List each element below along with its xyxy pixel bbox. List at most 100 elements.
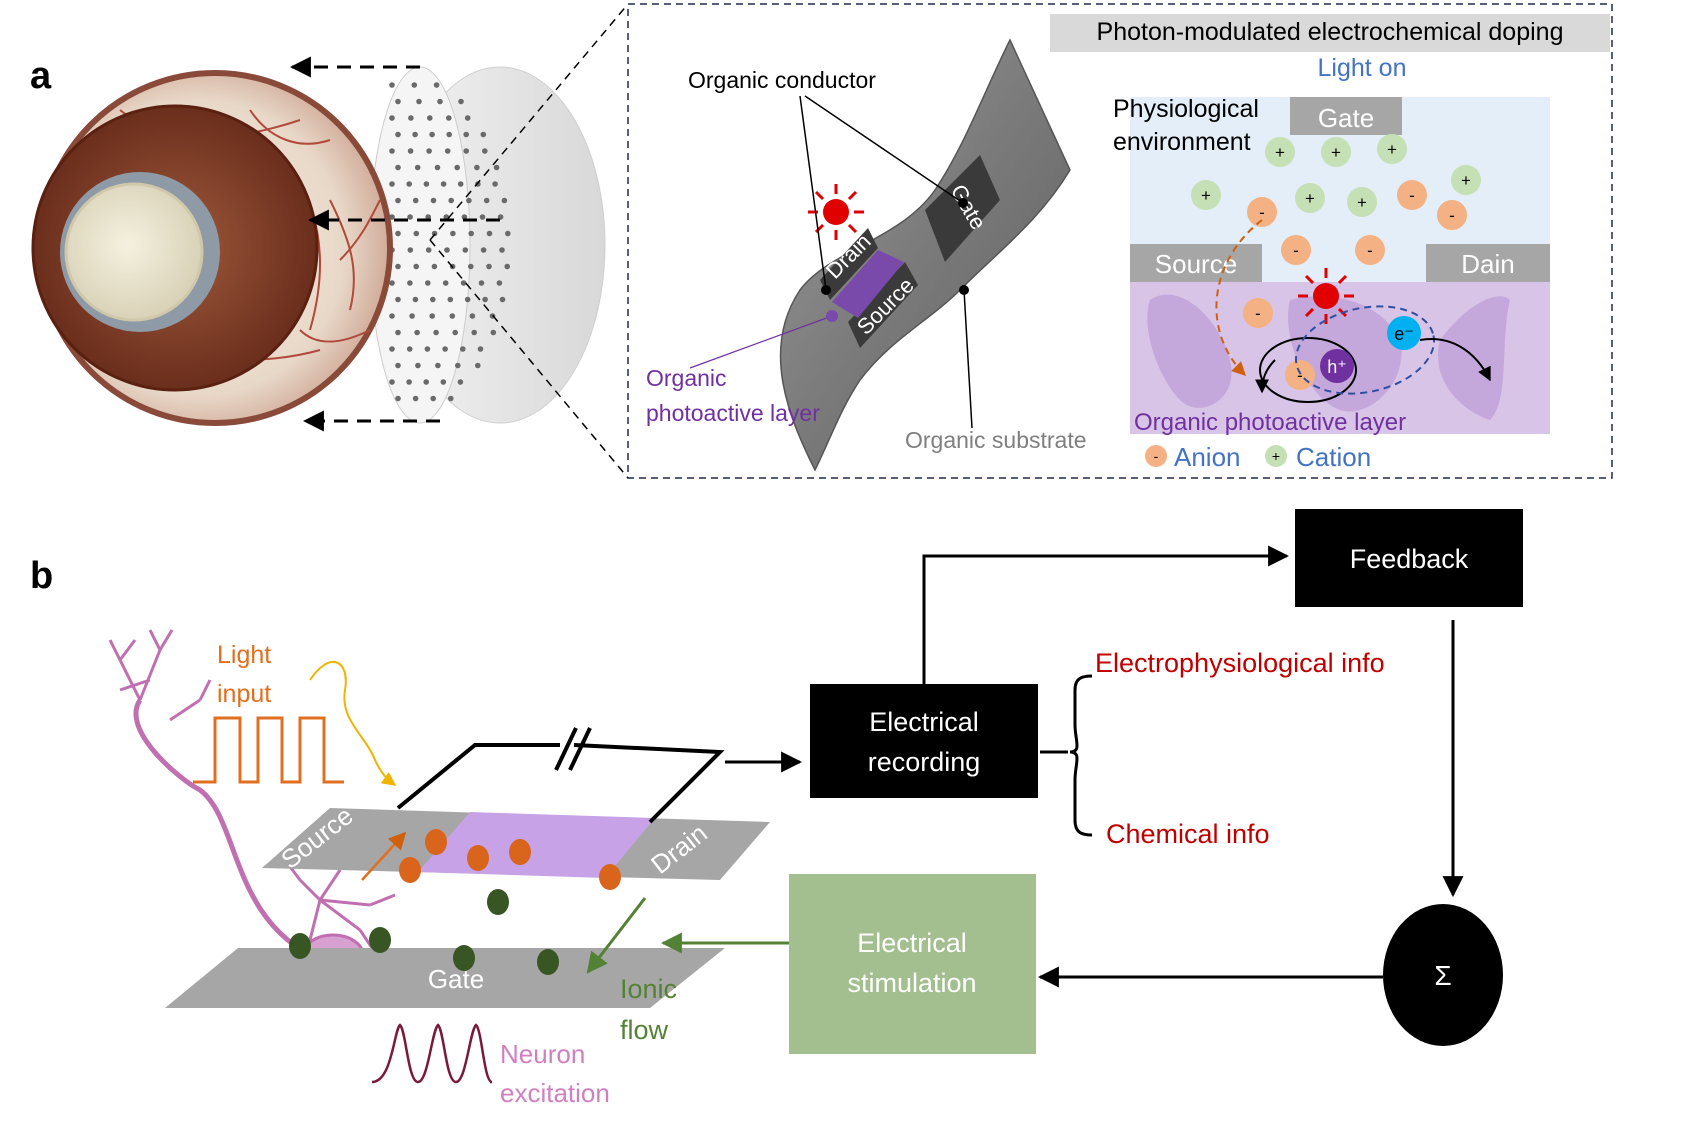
cation-ion: + <box>1265 137 1295 167</box>
substrate-label: Organic substrate <box>905 427 1087 453</box>
green-ion <box>453 945 475 971</box>
zoom-line-lower <box>429 239 629 479</box>
green-ion <box>487 889 509 915</box>
ionic-flow-label-line1: Ionic <box>620 974 677 1004</box>
electrode-dot <box>389 181 395 187</box>
electrode-dot <box>468 263 474 270</box>
banner-title: Photon-modulated electrochemical doping <box>1097 18 1564 46</box>
box-gate-label: Gate <box>1318 103 1374 133</box>
electrode-dot <box>440 181 447 187</box>
electrode-dot <box>504 263 511 270</box>
circuit-wire <box>396 743 725 824</box>
electrode-dot <box>480 247 487 253</box>
conductor-pointer-2 <box>804 95 964 204</box>
electrode-dot <box>395 329 401 336</box>
electrode-dot <box>505 230 511 237</box>
electrode-dot <box>440 379 447 385</box>
green-ion <box>537 949 559 975</box>
electrode-dot <box>455 362 461 369</box>
organic-conductor-label: Organic conductor <box>688 67 876 93</box>
electrode-dot <box>501 197 508 204</box>
photoactive-dot <box>826 310 838 322</box>
ionic-flow-label-line2: flow <box>620 1015 669 1045</box>
info-brace <box>1040 674 1093 837</box>
electrode-dot <box>407 214 413 220</box>
electrode-dot <box>444 148 451 154</box>
electrode-dot <box>411 82 418 88</box>
electrode-dot <box>423 379 430 385</box>
orange-ion <box>399 857 421 883</box>
box-source-electrode <box>1130 244 1262 282</box>
light-on-label: Light on <box>1318 54 1407 82</box>
electrode-dot <box>442 280 449 286</box>
capacitor-plate-1 <box>554 727 578 771</box>
electrode-dot <box>448 197 455 204</box>
electrode-dot <box>389 115 395 121</box>
electrode-dot <box>429 131 435 138</box>
electrode-dot <box>433 329 439 336</box>
electrode-dot <box>468 230 475 237</box>
electrode-dot <box>433 82 440 88</box>
stimulation-label-line2: stimulation <box>847 968 976 998</box>
legend-anion-label: Anion <box>1174 442 1241 472</box>
electrode-dot <box>395 263 401 270</box>
svg-text:+: + <box>1305 189 1315 208</box>
banner-background <box>1050 14 1610 52</box>
svg-text:+: + <box>1331 143 1341 162</box>
electrode-dot <box>413 263 420 270</box>
anion-ion: - <box>1355 235 1385 265</box>
hole-loop <box>1259 337 1357 403</box>
electrode-dot <box>430 395 437 402</box>
electrode-dot <box>444 247 450 253</box>
electron-label: e⁻ <box>1394 324 1414 344</box>
electrode-dot <box>483 197 490 204</box>
orange-ion <box>509 839 531 865</box>
electrode-dot <box>429 313 436 319</box>
electrode-dot <box>406 346 413 352</box>
svg-text:+: + <box>1275 143 1285 162</box>
electrode-dot <box>416 98 422 105</box>
electrode-dot <box>490 329 497 336</box>
electrode-dot <box>457 379 464 385</box>
electrode-dot <box>434 164 441 171</box>
electrode-dot <box>412 197 419 204</box>
electrode-dot <box>479 214 486 220</box>
electrode-dot <box>423 181 430 187</box>
gate-plane <box>165 948 725 1008</box>
electrode-dot <box>407 148 414 154</box>
electrode-dot <box>395 362 401 369</box>
recording-label-line2: recording <box>868 747 981 777</box>
electrode-dot <box>474 164 480 171</box>
electrode-dot <box>395 230 401 237</box>
svg-text:-: - <box>1409 186 1415 205</box>
feedback-box <box>1295 509 1523 607</box>
cation-ion: + <box>1347 187 1377 217</box>
photoactive-label-line1: Organic <box>646 365 727 391</box>
substrate-pointer <box>963 289 973 429</box>
electrode-dot <box>406 379 412 385</box>
electrode-dot <box>437 98 443 105</box>
electrode-patch <box>369 66 606 424</box>
electrode-dot <box>408 115 414 121</box>
electrode-dot <box>426 148 432 154</box>
panel-b-ions <box>289 829 621 975</box>
orange-ion <box>425 829 447 855</box>
electrode-dot <box>493 164 500 171</box>
electrode-dot <box>407 280 413 286</box>
electrode-dot <box>447 296 454 303</box>
electrode-dot <box>412 395 419 402</box>
electrode-dot <box>412 296 419 303</box>
electrode-dot <box>457 181 464 187</box>
photoactive-channel <box>832 250 904 318</box>
electrode-dot <box>463 131 470 138</box>
electrode-dot <box>389 148 395 154</box>
electrode-dot <box>463 148 470 154</box>
legend-cation-label: Cation <box>1296 442 1371 472</box>
svg-text:-: - <box>1259 203 1265 222</box>
recording-label-line1: Electrical <box>869 707 979 737</box>
cation-ion: + <box>1321 137 1351 167</box>
electrode-dot <box>482 296 488 303</box>
cation-ion: + <box>1295 183 1325 213</box>
svg-text:-: - <box>1367 241 1373 260</box>
sigma-label: Σ <box>1434 960 1451 991</box>
